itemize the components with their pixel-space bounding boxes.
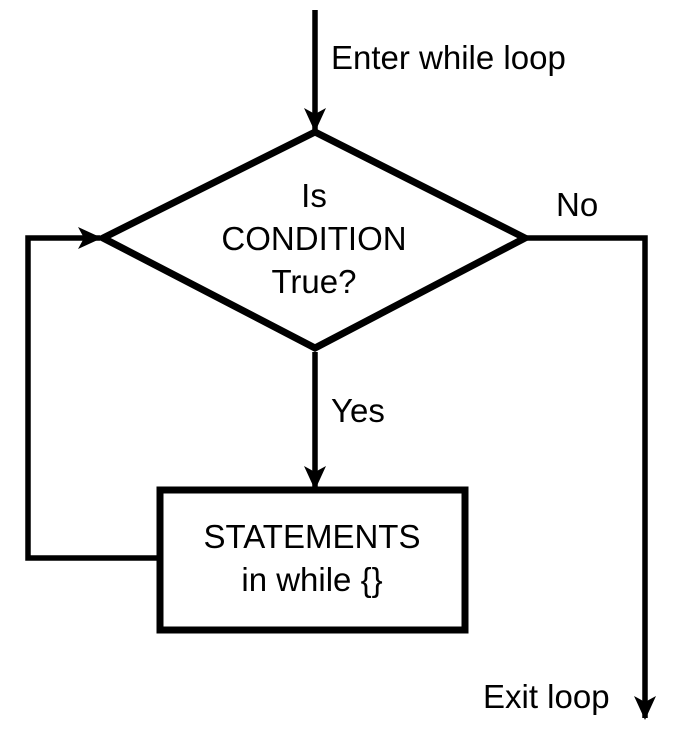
decision-text-line3: True? — [272, 263, 357, 300]
no-label: No — [556, 186, 598, 223]
decision-text-line2: CONDITION — [221, 220, 406, 257]
exit-label: Exit loop — [483, 678, 610, 715]
process-rectangle — [156, 486, 469, 634]
loopback-arrow — [25, 227, 160, 561]
decision-diamond — [95, 128, 533, 352]
decision-text-line1: Is — [301, 177, 327, 214]
yes-label: Yes — [331, 392, 385, 429]
process-text-line1: STATEMENTS — [204, 518, 421, 555]
no-branch-exit-arrow — [523, 235, 656, 720]
process-text-line2: in while {} — [241, 561, 382, 598]
entry-label: Enter while loop — [331, 39, 566, 76]
